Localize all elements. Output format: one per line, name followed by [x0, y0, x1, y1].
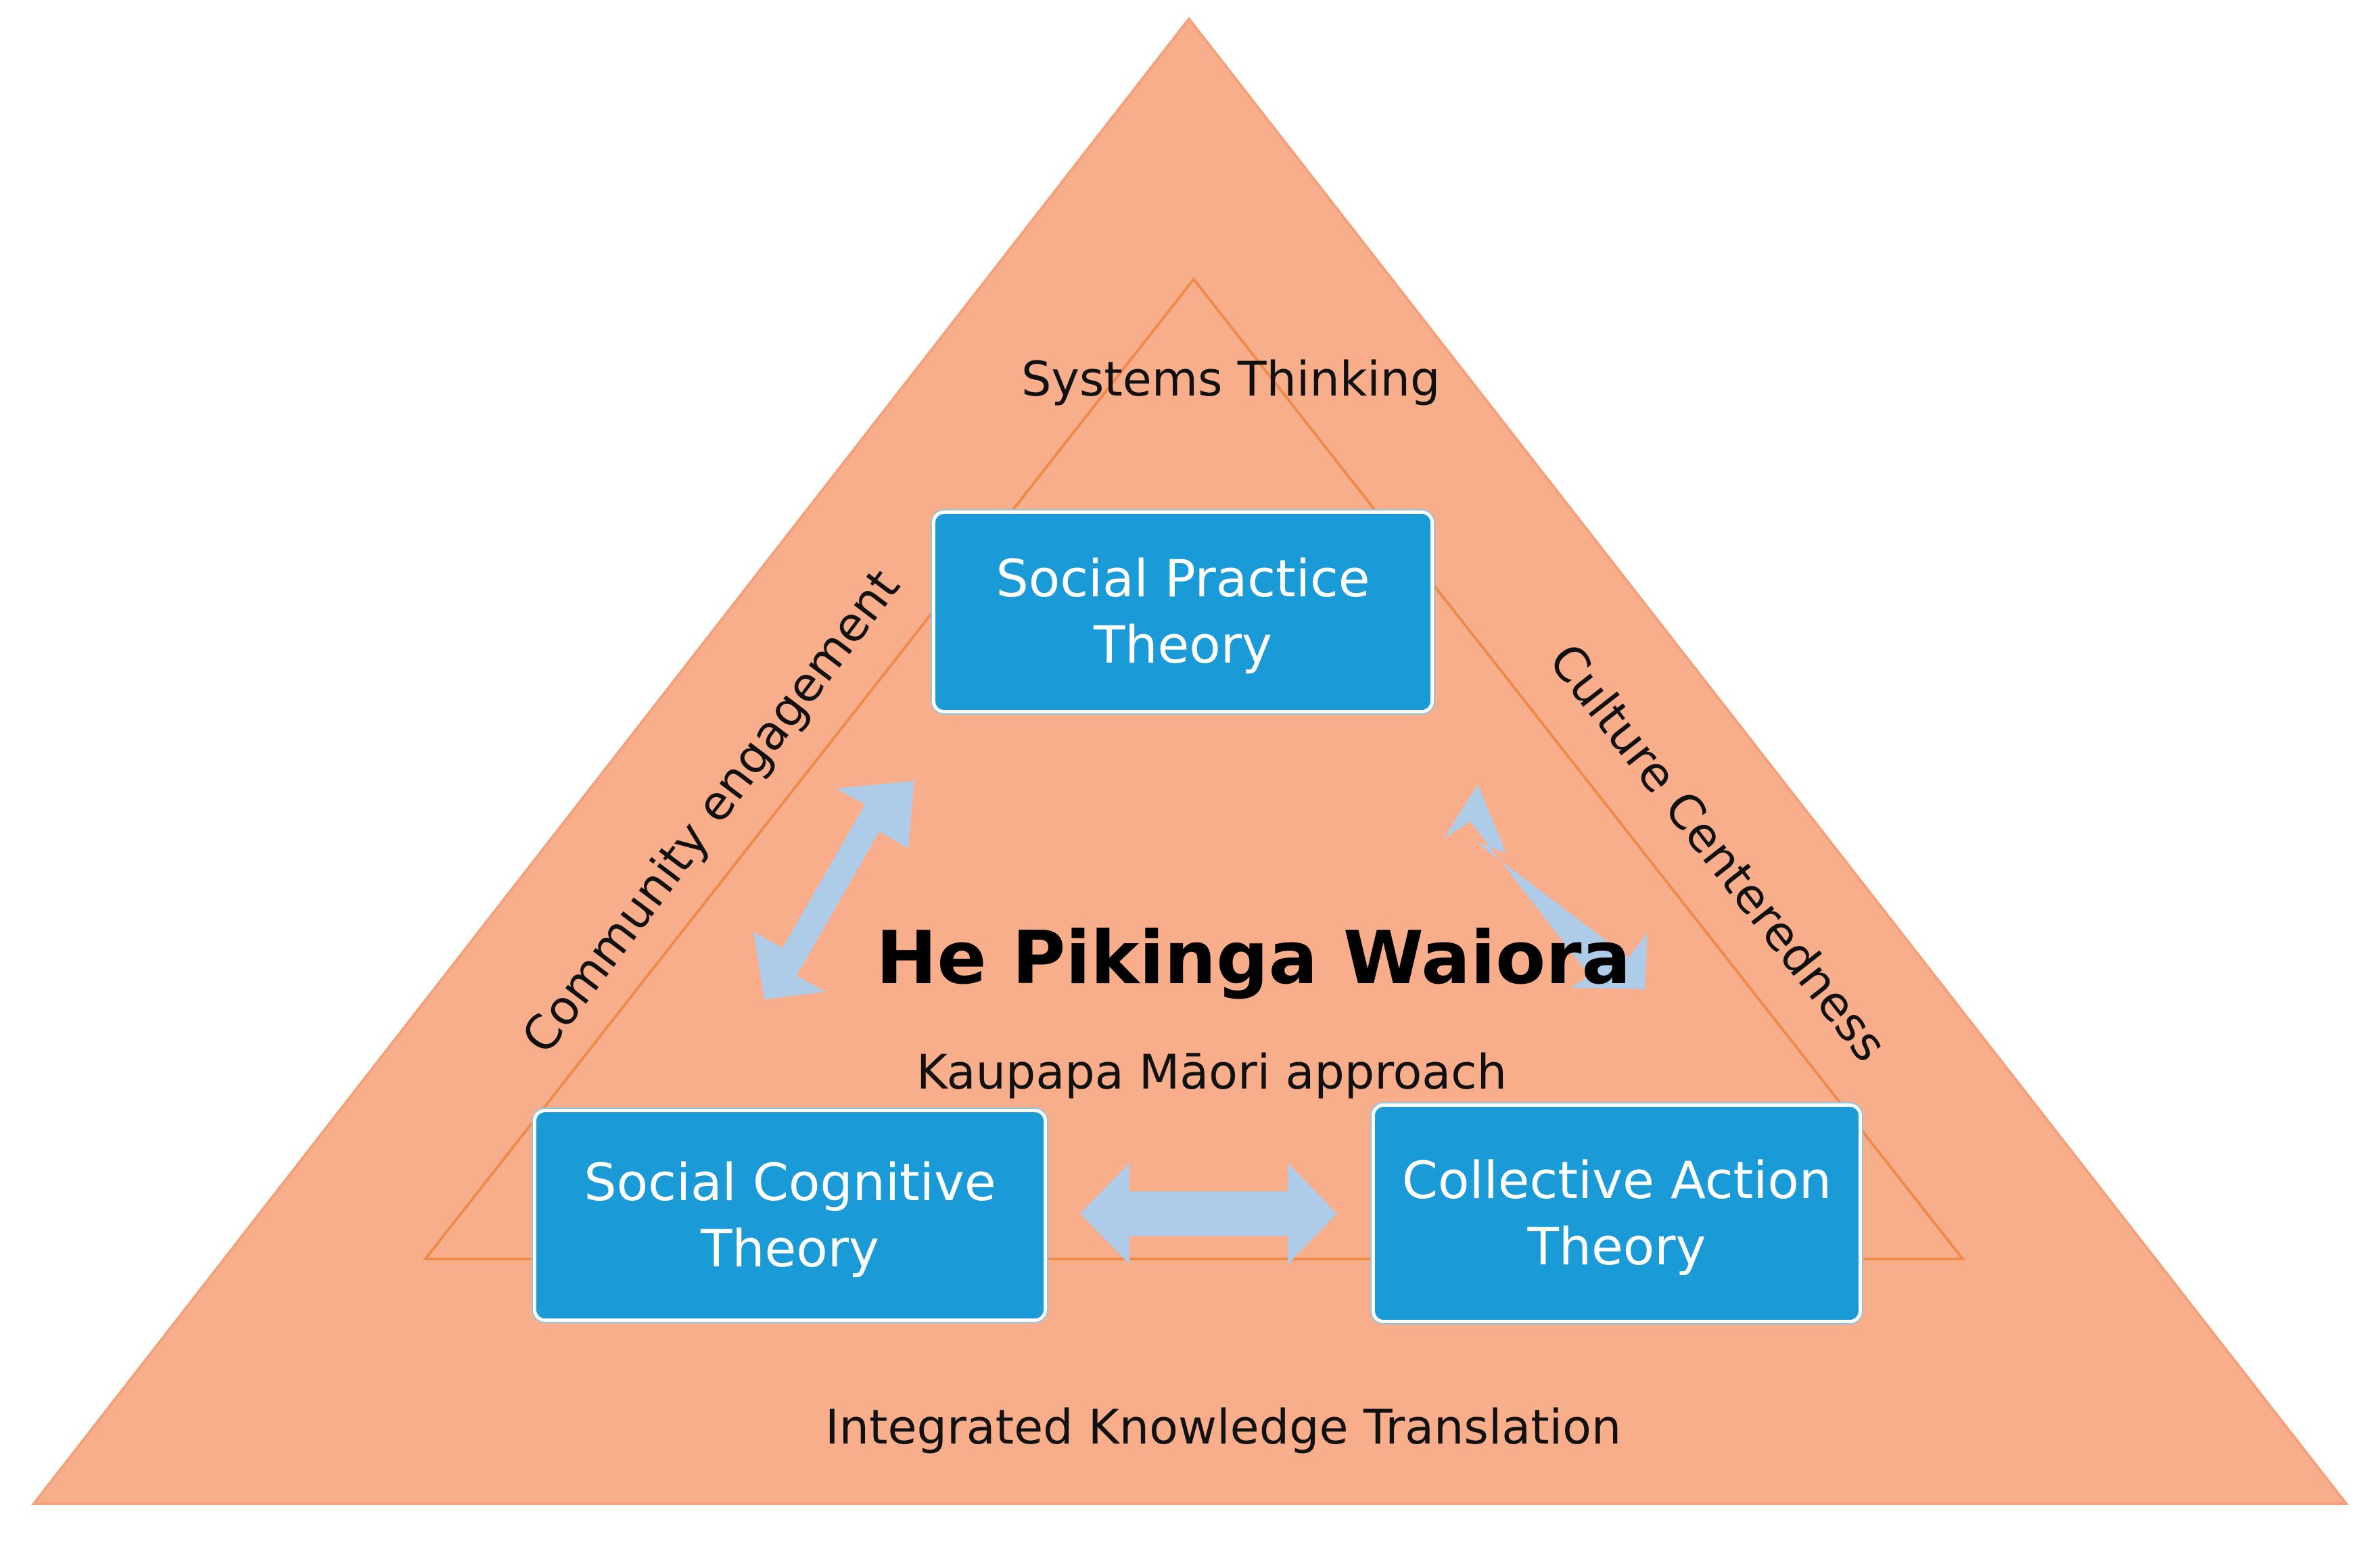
- systems-thinking-label: Systems Thinking: [1021, 352, 1441, 407]
- outer-triangle: [30, 16, 2350, 1505]
- double-arrow-left: [753, 781, 914, 999]
- social-practice-theory-line2: Theory: [1093, 615, 1273, 675]
- center-title: He Pikinga Waiora: [876, 916, 1631, 1001]
- collective-action-theory-box: Collective Action Theory: [1372, 1103, 1862, 1323]
- social-practice-theory-box: Social Practice Theory: [932, 510, 1434, 713]
- collective-action-theory-line2: Theory: [1527, 1216, 1706, 1277]
- inner-triangle: [422, 277, 1966, 1260]
- double-arrow-bottom: [1080, 1163, 1337, 1264]
- center-subtitle: Kaupapa Māori approach: [916, 1045, 1508, 1100]
- integrated-knowledge-translation-label: Integrated Knowledge Translation: [825, 1400, 1622, 1455]
- social-cognitive-theory-line2: Theory: [700, 1218, 880, 1279]
- double-arrow-right: [1443, 784, 1648, 989]
- social-cognitive-theory-box: Social Cognitive Theory: [533, 1109, 1047, 1322]
- collective-action-theory-line1: Collective Action: [1401, 1149, 1832, 1210]
- social-cognitive-theory-line1: Social Cognitive: [584, 1151, 996, 1212]
- social-practice-theory-line1: Social Practice: [996, 548, 1370, 609]
